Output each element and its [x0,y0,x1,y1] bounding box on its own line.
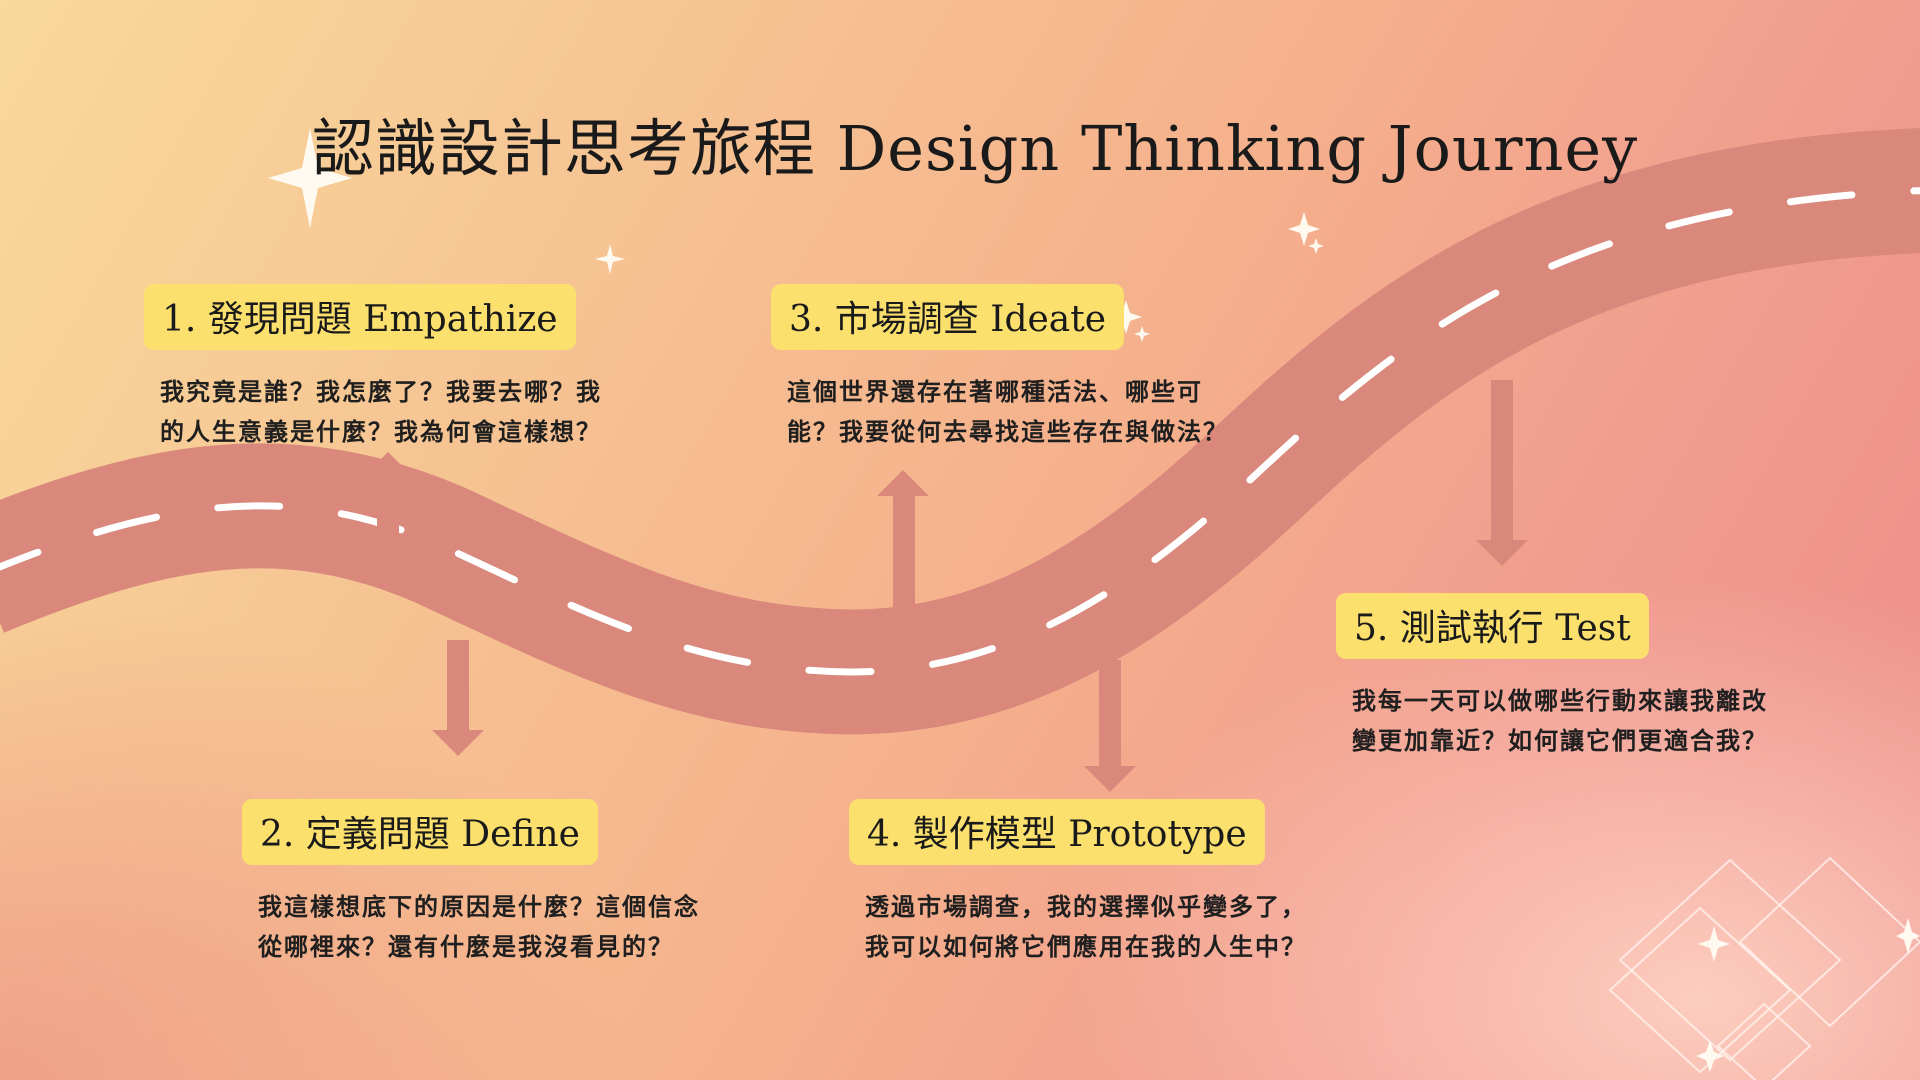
step-1-label: 1. 發現問題 Empathize [144,284,576,350]
step-5-line-1: 我每一天可以做哪些行動來讓我離改 [1352,687,1768,715]
step-5-line-2: 變更加靠近？如何讓它們更適合我？ [1352,727,1768,755]
step-4-description: 透過市場調查，我的選擇似乎變多了， 我可以如何將它們應用在我的人生中？ [865,887,1307,967]
arrow-down-step-5 [1476,380,1528,566]
page-title: 認識設計思考旅程 Design Thinking Journey [311,112,1639,185]
step-1-empathize: 1. 發現問題 Empathize 我究竟是誰？我怎麼了？我要去哪？我 的人生意… [144,284,602,452]
arrow-up-step-1 [362,452,414,544]
sparkle-icon [1110,300,1150,342]
step-4-label: 4. 製作模型 Prototype [849,799,1265,865]
step-1-line-1: 我究竟是誰？我怎麼了？我要去哪？我 [160,378,602,406]
step-4-line-1: 透過市場調查，我的選擇似乎變多了， [865,893,1307,921]
arrow-down-step-2 [432,640,484,756]
step-2-define: 2. 定義問題 Define 我這樣想底下的原因是什麼？這個信念 從哪裡來？還有… [242,799,700,967]
step-5-test: 5. 測試執行 Test 我每一天可以做哪些行動來讓我離改 變更加靠近？如何讓它… [1336,593,1768,761]
step-2-description: 我這樣想底下的原因是什麼？這個信念 從哪裡來？還有什麼是我沒看見的？ [258,887,700,967]
arrow-down-step-4 [1084,660,1136,792]
decorative-diamonds [1608,856,1920,1080]
sparkle-icon [1696,918,1920,1072]
step-4-line-2: 我可以如何將它們應用在我的人生中？ [865,933,1307,961]
road-center-dashes [0,187,1920,676]
sparkle-icon [268,128,352,228]
step-3-line-1: 這個世界還存在著哪種活法、哪些可 [787,378,1203,406]
step-2-line-2: 從哪裡來？還有什麼是我沒看見的？ [258,933,674,961]
step-1-line-2: 的人生意義是什麼？我為何會這樣想？ [160,418,602,446]
step-2-line-1: 我這樣想底下的原因是什麼？這個信念 [258,893,700,921]
step-3-description: 這個世界還存在著哪種活法、哪些可 能？我要從何去尋找這些存在與做法？ [787,372,1229,452]
step-3-ideate: 3. 市場調查 Ideate 這個世界還存在著哪種活法、哪些可 能？我要從何去尋… [771,284,1229,452]
sparkle-icon [1288,212,1324,254]
step-4-prototype: 4. 製作模型 Prototype 透過市場調查，我的選擇似乎變多了， 我可以如… [849,799,1307,967]
step-2-label: 2. 定義問題 Define [242,799,598,865]
step-5-label: 5. 測試執行 Test [1336,593,1649,659]
step-5-description: 我每一天可以做哪些行動來讓我離改 變更加靠近？如何讓它們更適合我？ [1352,681,1768,761]
step-3-label: 3. 市場調查 Ideate [771,284,1125,350]
arrow-up-step-3 [877,470,929,632]
step-1-description: 我究竟是誰？我怎麼了？我要去哪？我 的人生意義是什麼？我為何會這樣想？ [160,372,602,452]
step-3-line-2: 能？我要從何去尋找這些存在與做法？ [787,418,1229,446]
sparkle-icon [595,244,625,274]
